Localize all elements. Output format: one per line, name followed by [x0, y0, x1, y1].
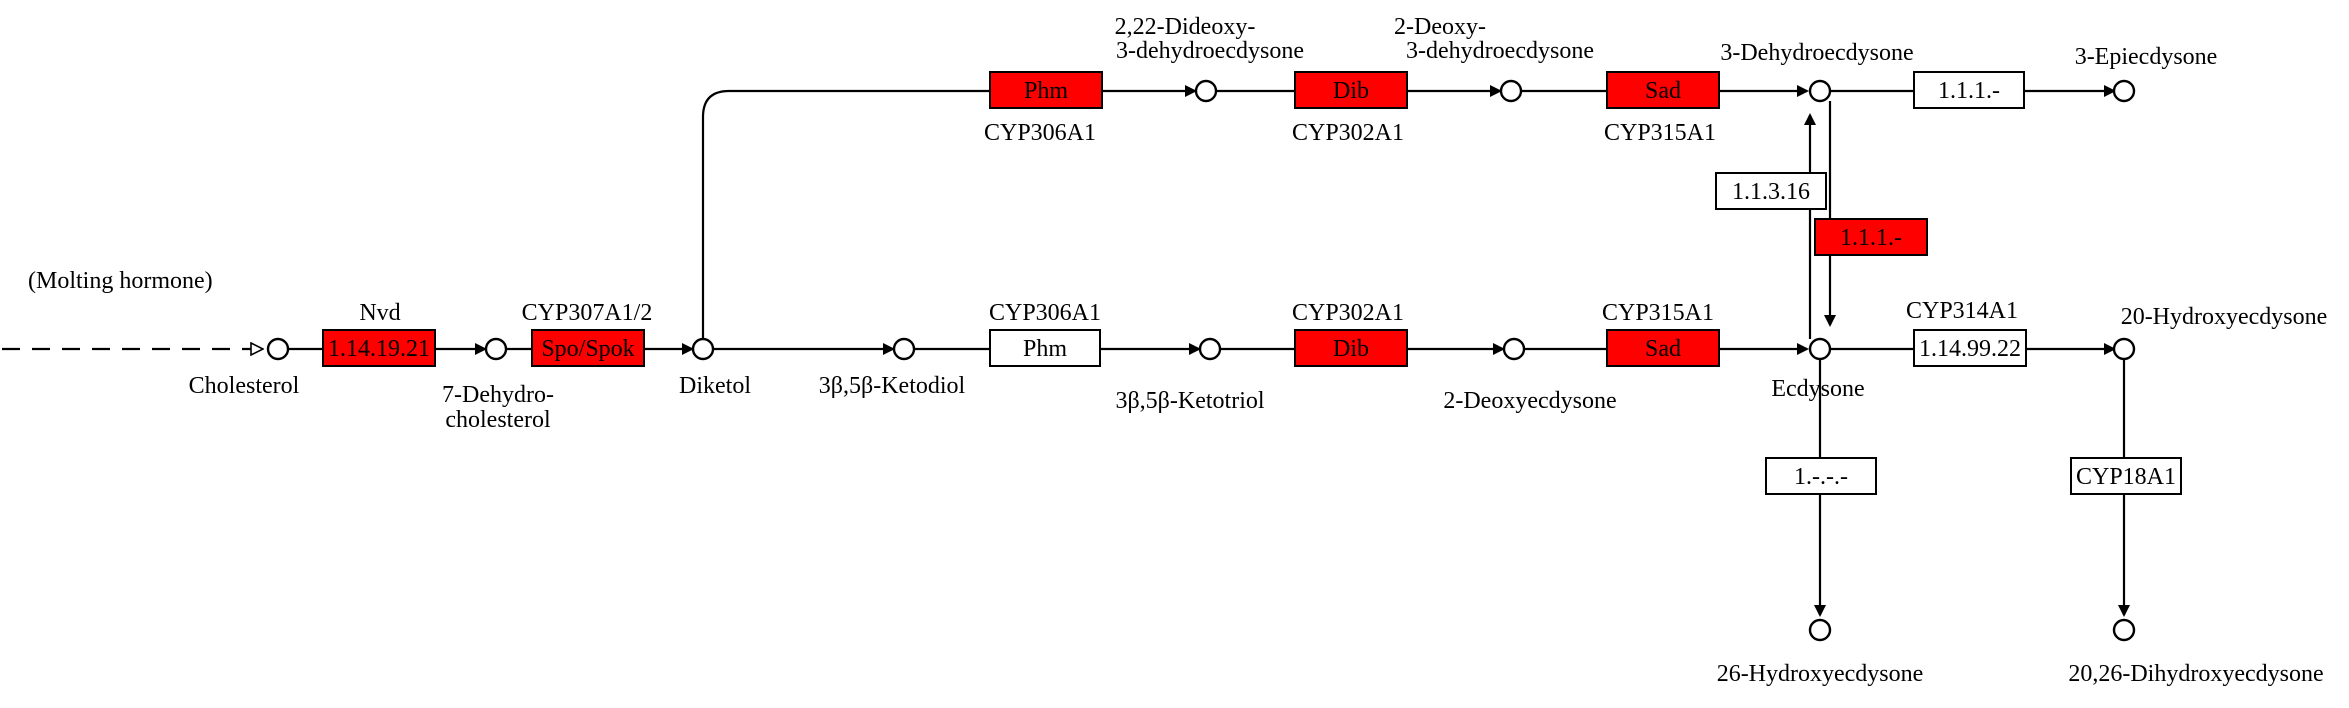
node-diketol[interactable]	[691, 337, 715, 361]
enzyme-dib-upper[interactable]: Dib	[1294, 71, 1408, 109]
enzyme-phm-lower-gene-label: CYP306A1	[989, 300, 1101, 326]
label-ecdysone: Ecdysone	[1771, 376, 1864, 402]
enzyme-phm-upper-box-label: Phm	[1024, 78, 1068, 104]
enzyme-1-1-3-16[interactable]: 1.1.3.16	[1715, 172, 1827, 210]
enzyme-spok[interactable]: Spo/Spok	[531, 329, 645, 367]
enzyme-unknown[interactable]: 1.-.-.-	[1765, 457, 1877, 495]
label-deoxy-dehydro-line1: 2-Deoxy-	[1394, 14, 1486, 40]
enzyme-nvd[interactable]: 1.14.19.21	[322, 329, 436, 367]
label-dehydrocholesterol-line2: cholesterol	[445, 407, 551, 433]
enzyme-sad-upper[interactable]: Sad	[1606, 71, 1720, 109]
enzyme-phm-upper-gene-label: CYP306A1	[984, 120, 1096, 146]
enzyme-cyp314-box-label: 1.14.99.22	[1919, 336, 2021, 362]
enzyme-sad-upper-box-label: Sad	[1645, 78, 1681, 104]
label-ketotriol: 3β,5β-Ketotriol	[1115, 388, 1264, 414]
label-ketodiol: 3β,5β-Ketodiol	[819, 373, 966, 399]
label-dideoxy-line2: 3-dehydroecdysone	[1116, 38, 1304, 64]
node-dideoxy-dehydroecdysone[interactable]	[1194, 79, 1218, 103]
node-cholesterol[interactable]	[266, 337, 290, 361]
enzyme-1-1-1-red-box-label: 1.1.1.-	[1840, 225, 1902, 251]
edge-diketol-upper-branch	[701, 85, 1197, 339]
label-dehydrocholesterol-line1: 7-Dehydro-	[442, 382, 554, 408]
label-diketol: Diketol	[679, 373, 751, 399]
enzyme-dib-lower-gene-label: CYP302A1	[1292, 300, 1404, 326]
enzyme-phm-upper[interactable]: Phm	[989, 71, 1103, 109]
enzyme-dib-upper-gene-label: CYP302A1	[1292, 120, 1404, 146]
label-26-hydroxyecdysone: 26-Hydroxyecdysone	[1717, 661, 1924, 687]
node-ketodiol[interactable]	[892, 337, 916, 361]
node-deoxyecdysone[interactable]	[1502, 337, 1526, 361]
enzyme-spok-gene-label: CYP307A1/2	[522, 300, 653, 326]
enzyme-phm-lower[interactable]: Phm	[989, 329, 1101, 367]
enzyme-1-1-1-top[interactable]: 1.1.1.-	[1913, 71, 2025, 109]
node-dehydroecdysone[interactable]	[1808, 79, 1832, 103]
enzyme-1-1-1-top-box-label: 1.1.1.-	[1938, 78, 2000, 104]
enzyme-sad-lower-gene-label: CYP315A1	[1602, 300, 1714, 326]
node-dihydroxyecdysone[interactable]	[2112, 618, 2136, 642]
enzyme-cyp18-box-label: CYP18A1	[2076, 464, 2176, 490]
label-dehydroecdysone: 3-Dehydroecdysone	[1720, 40, 1913, 66]
enzyme-cyp314-gene-label: CYP314A1	[1906, 298, 2018, 324]
enzyme-dib-lower[interactable]: Dib	[1294, 329, 1408, 367]
label-dihydroxyecdysone: 20,26-Dihydroxyecdysone	[2068, 661, 2323, 687]
enzyme-cyp314[interactable]: 1.14.99.22	[1913, 329, 2027, 367]
enzyme-spok-box-label: Spo/Spok	[541, 336, 634, 362]
enzyme-nvd-box-label: 1.14.19.21	[328, 336, 430, 362]
node-26-hydroxyecdysone[interactable]	[1808, 618, 1832, 642]
enzyme-sad-lower-box-label: Sad	[1645, 336, 1681, 362]
enzyme-cyp18[interactable]: CYP18A1	[2070, 457, 2182, 495]
node-deoxy-dehydroecdysone[interactable]	[1499, 79, 1523, 103]
enzyme-phm-lower-box-label: Phm	[1023, 336, 1067, 362]
label-molting-hormone: (Molting hormone)	[28, 268, 213, 294]
enzyme-unknown-box-label: 1.-.-.-	[1794, 464, 1848, 490]
label-epiecdysone: 3-Epiecdysone	[2075, 44, 2218, 70]
enzyme-sad-upper-gene-label: CYP315A1	[1604, 120, 1716, 146]
enzyme-1-1-1-red[interactable]: 1.1.1.-	[1814, 218, 1928, 256]
enzyme-dib-lower-box-label: Dib	[1333, 336, 1369, 362]
node-dehydrocholesterol[interactable]	[484, 337, 508, 361]
label-deoxy-dehydro-line2: 3-dehydroecdysone	[1406, 38, 1594, 64]
node-ecdysone[interactable]	[1808, 337, 1832, 361]
enzyme-1-1-3-16-box-label: 1.1.3.16	[1732, 179, 1810, 205]
enzyme-sad-lower[interactable]: Sad	[1606, 329, 1720, 367]
label-cholesterol: Cholesterol	[189, 373, 300, 399]
node-epiecdysone[interactable]	[2112, 79, 2136, 103]
label-dideoxy-line1: 2,22-Dideoxy-	[1115, 14, 1256, 40]
label-hydroxyecdysone: 20-Hydroxyecdysone	[2121, 304, 2328, 330]
label-deoxyecdysone: 2-Deoxyecdysone	[1443, 388, 1616, 414]
node-ketotriol[interactable]	[1198, 337, 1222, 361]
node-hydroxyecdysone[interactable]	[2112, 337, 2136, 361]
enzyme-nvd-gene-label: Nvd	[359, 300, 400, 326]
enzyme-dib-upper-box-label: Dib	[1333, 78, 1369, 104]
